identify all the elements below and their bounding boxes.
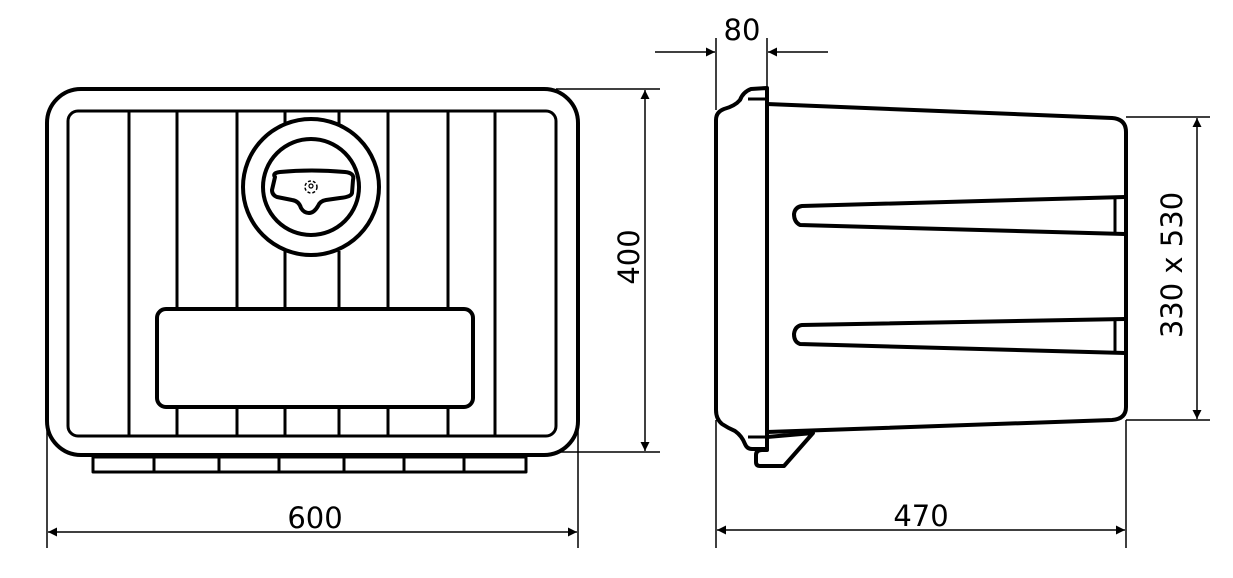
height-label: 400 — [612, 229, 646, 284]
depth-label: 470 — [893, 499, 948, 533]
opening-label: 330 x 530 — [1155, 192, 1189, 338]
bottom-bracket — [754, 431, 815, 468]
side-rib-lower — [792, 317, 1127, 355]
height-dimension: 400 — [556, 88, 660, 453]
feet — [91, 455, 528, 474]
flange-dimension: 80 — [655, 13, 828, 110]
width-dimension: 600 — [46, 430, 579, 548]
side-rib-upper — [792, 195, 1127, 236]
front-flange — [714, 86, 769, 451]
width-label: 600 — [287, 501, 342, 535]
ribs — [127, 111, 497, 436]
box-inner-panel — [66, 109, 558, 438]
lock — [241, 117, 381, 257]
body-outline — [765, 102, 1128, 434]
side-view: 80 330 x 530 470 — [655, 13, 1210, 548]
keyhole-icon — [304, 180, 318, 194]
label-plate — [155, 307, 475, 409]
box-outer-outline — [45, 87, 580, 457]
lock-handle — [270, 168, 356, 215]
opening-dimension: 330 x 530 — [1126, 116, 1210, 421]
depth-dimension: 470 — [715, 420, 1127, 548]
flange-label: 80 — [724, 13, 761, 47]
keyhole-center — [308, 183, 314, 189]
lock-inner-ring — [261, 137, 361, 237]
front-view: 400 600 — [45, 87, 660, 548]
